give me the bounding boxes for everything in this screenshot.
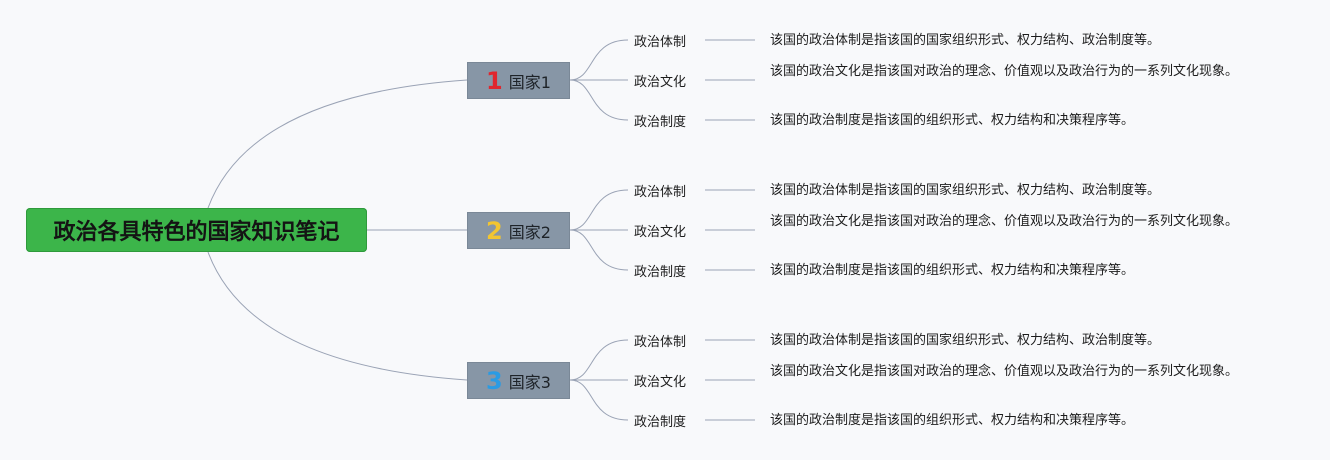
number-badge-icon: 3 xyxy=(486,366,503,395)
root-topic[interactable]: 政治各具特色的国家知识笔记 xyxy=(26,208,367,252)
topic-node[interactable]: 政治体制 xyxy=(634,35,687,50)
topic-node[interactable]: 政治制度 xyxy=(634,265,687,280)
number-badge-icon: 1 xyxy=(486,66,503,95)
country-label: 国家3 xyxy=(508,372,551,392)
topic-node[interactable]: 政治体制 xyxy=(634,335,687,350)
topic-description: 该国的政治制度是指该国的组织形式、权力结构和决策程序等。 xyxy=(770,113,1135,128)
topic-description: 该国的政治体制是指该国的国家组织形式、权力结构、政治制度等。 xyxy=(770,183,1161,198)
topic-description: 该国的政治体制是指该国的国家组织形式、权力结构、政治制度等。 xyxy=(770,333,1161,348)
topic-node[interactable]: 政治文化 xyxy=(634,375,687,390)
topic-connector xyxy=(569,339,629,381)
topic-connector xyxy=(569,189,629,231)
topic-description: 该国的政治体制是指该国的国家组织形式、权力结构、政治制度等。 xyxy=(770,33,1161,48)
topic-connector xyxy=(569,39,629,81)
topic-connector xyxy=(569,379,629,421)
topic-description: 该国的政治文化是指该国对政治的理念、价值观以及政治行为的一系列文化现象。 xyxy=(770,64,1239,79)
topic-node[interactable]: 政治文化 xyxy=(634,225,687,240)
topic-description: 该国的政治制度是指该国的组织形式、权力结构和决策程序等。 xyxy=(770,263,1135,278)
topic-node[interactable]: 政治文化 xyxy=(634,75,687,90)
topic-connector xyxy=(569,229,629,271)
root-connector-3 xyxy=(207,251,468,381)
root-connector-1 xyxy=(207,79,468,209)
topic-node[interactable]: 政治制度 xyxy=(634,415,687,430)
topic-description: 该国的政治制度是指该国的组织形式、权力结构和决策程序等。 xyxy=(770,413,1135,428)
topic-description: 该国的政治文化是指该国对政治的理念、价值观以及政治行为的一系列文化现象。 xyxy=(770,364,1239,379)
topic-connector xyxy=(569,79,629,121)
number-badge-icon: 2 xyxy=(486,216,503,245)
topic-description: 该国的政治文化是指该国对政治的理念、价值观以及政治行为的一系列文化现象。 xyxy=(770,214,1239,229)
topic-node[interactable]: 政治制度 xyxy=(634,115,687,130)
country-label: 国家1 xyxy=(508,72,551,92)
root-title: 政治各具特色的国家知识笔记 xyxy=(53,220,340,245)
topic-node[interactable]: 政治体制 xyxy=(634,185,687,200)
country-label: 国家2 xyxy=(508,222,551,242)
